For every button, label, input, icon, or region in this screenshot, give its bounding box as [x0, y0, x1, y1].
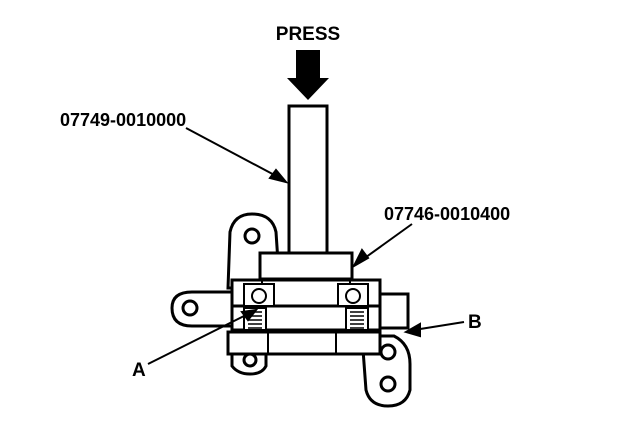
callout-a-label: A	[132, 360, 146, 381]
press-label: PRESS	[276, 24, 340, 45]
leader-lines	[147, 127, 465, 365]
tool-driver-label: 07749-0010000	[60, 110, 186, 130]
driver-shaft	[287, 104, 329, 258]
press-arrow	[287, 50, 329, 100]
tool-attachment-label: 07746-0010400	[384, 204, 510, 224]
attachment-block	[258, 251, 354, 281]
steering-knuckle	[170, 212, 412, 408]
callout-b-label: B	[468, 312, 482, 333]
base-plate	[226, 330, 382, 356]
